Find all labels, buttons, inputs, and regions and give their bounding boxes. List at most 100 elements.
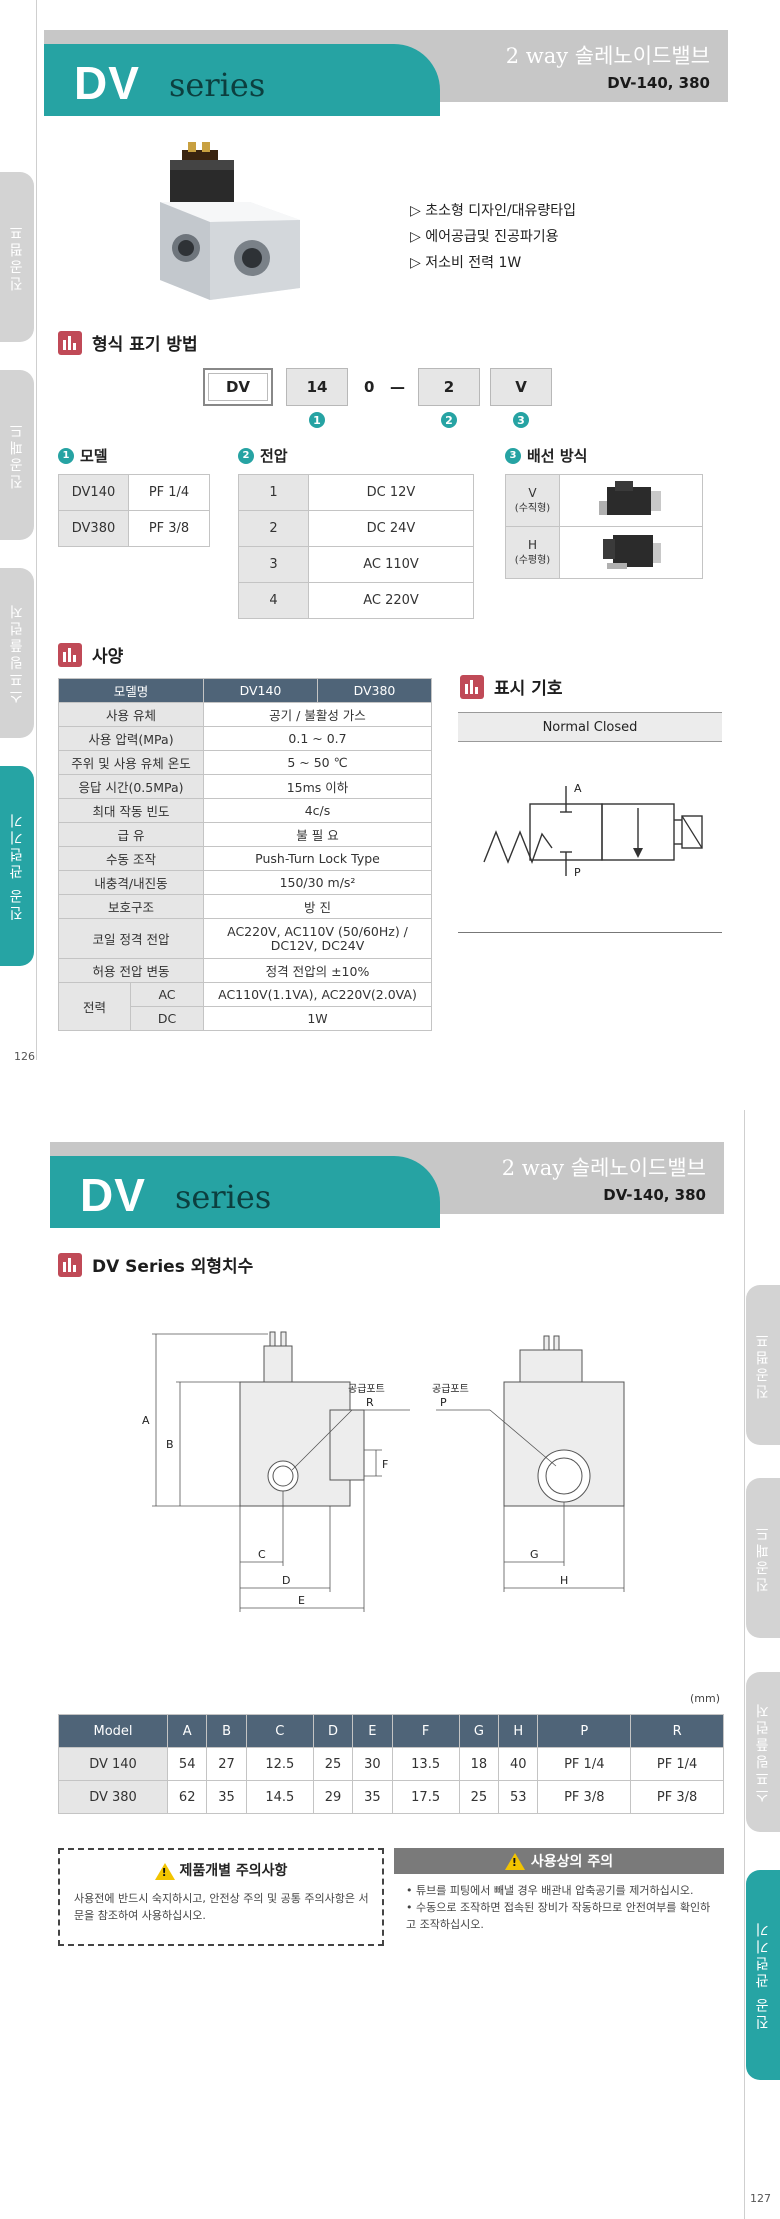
code-prefix-box: DV — [203, 368, 273, 406]
side-tab-vacuum-equipment[interactable]: 진공 관련기기 — [746, 1870, 780, 2080]
caution-item: • 튜브를 피팅에서 빼낼 경우 배관내 압축공기를 제거하십시오. — [406, 1884, 694, 1897]
code-mark-1: 1 — [309, 412, 325, 428]
banner-models: DV-140, 380 — [607, 74, 710, 92]
code-voltage-box: 2 — [418, 368, 480, 406]
valve-symbol-diagram: A P — [483, 782, 703, 879]
svg-text:P: P — [440, 1396, 447, 1409]
feature-item: ▷ 저소비 전력 1W — [410, 255, 522, 271]
section-code-header: 형식 표기 방법 — [58, 330, 198, 355]
side-tab-vacuum-pad[interactable]: 진공패드 — [746, 1478, 780, 1638]
side-tab-vacuum-equipment[interactable]: 진공 관련기기 — [0, 766, 34, 966]
usage-caution-box: !사용상의 주의 • 튜브를 피팅에서 빼낼 경우 배관내 압축공기를 제거하십… — [394, 1848, 724, 1946]
code-zero: 0 — [364, 378, 375, 396]
svg-text:공급포트: 공급포트 — [432, 1383, 469, 1395]
code-dash: — — [390, 378, 405, 396]
svg-text:R: R — [366, 1396, 374, 1409]
feature-list: ▷ 초소형 디자인/대유량타입 ▷ 에어공급및 진공파기용 ▷ 저소비 전력 1… — [410, 198, 576, 276]
svg-text:공급포트: 공급포트 — [348, 1383, 385, 1395]
unit-label: (mm) — [690, 1692, 721, 1705]
banner-dv: DV — [74, 57, 140, 109]
banner-subtitle: 2 way 솔레노이드밸브 — [505, 44, 710, 68]
vertical-wiring-image — [559, 474, 703, 527]
code-mark-2: 2 — [441, 412, 457, 428]
bar-chart-icon — [58, 330, 82, 355]
normal-closed-label: Normal Closed — [458, 712, 722, 742]
feature-item: ▷ 에어공급및 진공파기용 — [410, 229, 559, 245]
warning-icon: ! — [154, 1862, 175, 1880]
side-tab-vacuum-pump[interactable]: 진공펌프 — [746, 1285, 780, 1445]
wiring-table: V(수직형) H(수평형) — [505, 474, 703, 579]
bar-chart-icon — [58, 642, 82, 667]
section-spec-header: 사양 — [58, 642, 123, 667]
side-tab-spring-plunger[interactable]: 스프링플런저 — [746, 1672, 780, 1832]
product-caution-box: ! 제품개별 주의사항 사용전에 반드시 숙지하시고, 안전상 주의 및 공통 … — [58, 1848, 384, 1946]
side-tab-spring-plunger[interactable]: 스프링플런저 — [0, 568, 34, 738]
product-image — [160, 142, 300, 300]
port-a-label: A — [574, 782, 582, 795]
banner-series: series — [169, 66, 266, 104]
svg-text:D: D — [282, 1574, 290, 1587]
dimension-drawing: A B C D E F G H 공급포트 R 공급포트 P — [142, 1331, 625, 1612]
caution-item: • 수동으로 조작하면 접속된 장비가 작동하므로 안전여부를 확인하고 조작하… — [406, 1901, 711, 1931]
feature-item: ▷ 초소형 디자인/대유량타입 — [410, 203, 577, 219]
svg-text:A: A — [142, 1414, 150, 1427]
symbol-divider — [458, 932, 722, 933]
section-dimensions-header: DV Series 외형치수 — [58, 1252, 253, 1277]
code-model-box: 14 — [286, 368, 348, 406]
side-tab-vacuum-pad[interactable]: 진공패드 — [0, 370, 34, 540]
svg-text:E: E — [298, 1594, 305, 1607]
code-wiring-box: V — [490, 368, 552, 406]
series-banner: DV series 2 way 솔레노이드밸브 DV-140, 380 — [50, 1142, 724, 1228]
svg-text:B: B — [166, 1438, 174, 1451]
table-row: H(수평형) — [505, 526, 703, 579]
bar-chart-icon — [460, 674, 484, 699]
page-divider-line — [744, 1110, 745, 2219]
side-tab-vacuum-pump[interactable]: 진공펌프 — [0, 172, 34, 342]
bar-chart-icon — [58, 1252, 82, 1277]
code-mark-3: 3 — [513, 412, 529, 428]
table-row: 사용 압력(MPa)0.1 ~ 0.7 — [58, 726, 432, 751]
svg-text:G: G — [530, 1548, 539, 1561]
table-row: V(수직형) — [505, 474, 703, 527]
page-number-left: 126 — [14, 1050, 35, 1063]
page-divider-line — [36, 0, 37, 1060]
horizontal-wiring-image — [559, 526, 703, 579]
svg-text:F: F — [382, 1458, 388, 1471]
svg-text:H: H — [560, 1574, 568, 1587]
table-row: 응답 시간(0.5MPa)15ms 이하 — [58, 774, 432, 799]
warning-icon: ! — [504, 1852, 525, 1870]
section-symbol-header: 표시 기호 — [460, 674, 562, 699]
page-number-right: 127 — [750, 2192, 771, 2205]
series-banner: DV series 2 way 솔레노이드밸브 DV-140, 380 — [44, 30, 728, 116]
svg-text:C: C — [258, 1548, 266, 1561]
port-p-label: P — [574, 866, 581, 879]
